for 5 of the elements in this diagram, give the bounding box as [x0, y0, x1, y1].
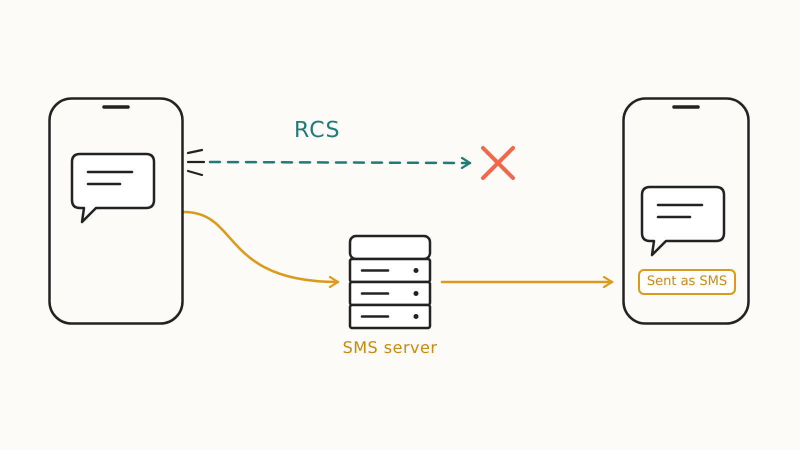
- arrow: [182, 210, 340, 288]
- arrow: [440, 276, 614, 288]
- arrow: [208, 156, 472, 170]
- status-tag: Sent as SMS: [638, 269, 736, 295]
- node-label: SMS server: [342, 338, 438, 357]
